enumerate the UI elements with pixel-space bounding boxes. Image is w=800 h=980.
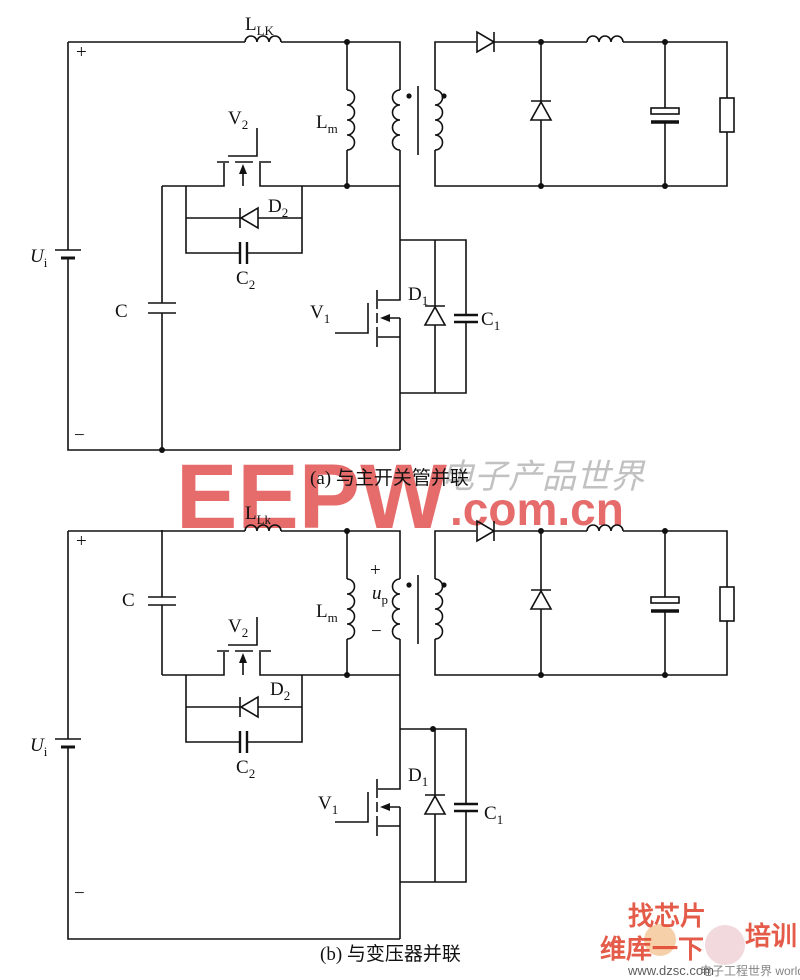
label-c: C: [115, 301, 128, 322]
label-lm: Lm: [316, 112, 338, 136]
up-minus-sign: −: [371, 621, 382, 642]
label-c1: C1: [484, 803, 503, 827]
label-d2: D2: [268, 196, 288, 220]
svg-text:.com.cn: .com.cn: [450, 483, 624, 535]
label-up: up: [372, 583, 388, 607]
minus-sign: −: [74, 425, 85, 446]
clamp-capacitor-c: [148, 186, 176, 450]
clamp-capacitor-c: [148, 530, 176, 675]
label-c: C: [122, 590, 135, 611]
up-plus-sign: +: [370, 560, 381, 581]
svg-text:电子工程世界 world.com.cn 射频和天线设计专家: 电子工程世界 world.com.cn 射频和天线设计专家: [700, 963, 800, 978]
label-v2: V2: [228, 108, 248, 132]
plus-sign: +: [76, 531, 87, 552]
svg-text:电子产品世界: 电子产品世界: [440, 459, 646, 496]
svg-text:www.dzsc.com: www.dzsc.com: [627, 963, 714, 978]
svg-text:EEPW: EEPW: [176, 446, 447, 548]
label-d2: D2: [270, 679, 290, 703]
label-v2: V2: [228, 616, 248, 640]
label-c2: C2: [236, 757, 255, 781]
label-c2: C2: [236, 268, 255, 292]
label-llk: LLK: [245, 14, 275, 38]
label-d1: D1: [408, 765, 428, 789]
svg-text:找芯片: 找芯片: [628, 901, 706, 931]
eepw-watermark: EEPW .com.cn 电子产品世界: [176, 446, 646, 548]
plus-sign: +: [76, 42, 87, 63]
label-ui: Ui: [30, 246, 48, 270]
svg-text:维库一下: 维库一下: [600, 934, 704, 964]
label-lm: Lm: [316, 601, 338, 625]
circuit-a: + − LLK Lm V2 D2 C2 C Ui V1 D1 C1: [30, 14, 736, 453]
minus-sign: −: [74, 883, 85, 904]
label-llk: LLk: [245, 503, 272, 527]
dzsc-logo-watermark: 找芯片 维库一下 培训 www.dzsc.com 电子工程世界 world.co…: [600, 901, 800, 978]
caption-b: (b) 与变压器并联: [320, 943, 461, 965]
label-d1: D1: [408, 284, 428, 308]
label-c1: C1: [481, 309, 500, 333]
svg-text:培训: 培训: [745, 921, 797, 951]
caption-a: (a) 与主开关管并联: [310, 467, 469, 489]
label-v1: V1: [318, 793, 338, 817]
label-ui: Ui: [30, 735, 48, 759]
label-v1: V1: [310, 302, 330, 326]
circuit-b: + − LLk Lm + up − V2 D2 C2 C Ui V1 D1 C1: [30, 503, 736, 941]
